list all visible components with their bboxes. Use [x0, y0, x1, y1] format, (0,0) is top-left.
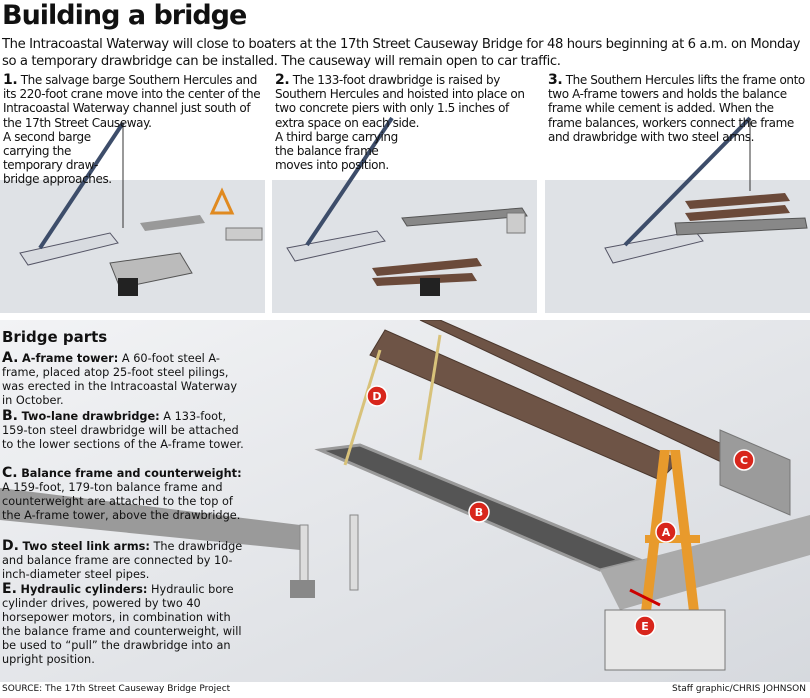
step-note: A second barge carrying the temporary dr… [3, 129, 112, 187]
part-c: C. Balance frame and counterweight: A 15… [2, 466, 247, 523]
step-number: 2. [275, 72, 290, 88]
step-1-illustration [0, 121, 265, 313]
part-d: D. Two steel link arms: The drawbridge a… [2, 539, 247, 582]
part-description: A 60-foot steel A-frame, placed atop 25-… [2, 352, 238, 407]
page-title: Building a bridge [2, 0, 247, 31]
part-letter: D. [2, 538, 19, 554]
credit-line: Staff graphic/CHRIS JOHNSON [672, 684, 806, 694]
part-letter: B. [2, 408, 18, 424]
step-note: A third barge carrying the balance frame… [275, 129, 398, 173]
step-description: The 133-foot drawbridge is raised by Sou… [275, 73, 525, 130]
source-line: SOURCE: The 17th Street Causeway Bridge … [2, 684, 231, 694]
part-letter: E. [2, 581, 17, 597]
step-1-text: 1. The salvage barge Southern Hercules a… [3, 73, 265, 187]
part-name: Balance frame and counterweight: [21, 467, 242, 480]
part-description: The drawbridge and balance frame are con… [2, 540, 243, 581]
part-b: B. Two-lane drawbridge: A 133-foot, 159-… [2, 409, 247, 452]
step-number: 3. [548, 72, 563, 88]
part-description: A 159-foot, 179-ton balance frame and co… [2, 481, 241, 522]
part-a: A. A-frame tower: A 60-foot steel A-fram… [2, 351, 247, 408]
step-2-text: 2. The 133-foot drawbridge is raised by … [275, 73, 537, 172]
part-letter: C. [2, 465, 18, 481]
step-2-panel: 2. The 133-foot drawbridge is raised by … [272, 73, 537, 313]
parts-title: Bridge parts [2, 328, 108, 346]
part-name: A-frame tower: [22, 352, 119, 365]
part-description: Hydraulic bore cylinder drives, powered … [2, 583, 242, 666]
part-name: Hydraulic cylinders: [20, 583, 148, 596]
step-number: 1. [3, 72, 18, 88]
intro-text: The Intracoastal Waterway will close to … [2, 37, 801, 69]
part-e: E. Hydraulic cylinders: Hydraulic bore c… [2, 582, 247, 667]
step-1-panel: 1. The salvage barge Southern Hercules a… [0, 73, 265, 313]
part-name: Two steel link arms: [22, 540, 150, 553]
step-description: The Southern Hercules lifts the frame on… [548, 73, 805, 144]
step-description: The salvage barge Southern Hercules and … [3, 73, 261, 130]
step-3-panel: 3. The Southern Hercules lifts the frame… [545, 73, 810, 313]
part-name: Two-lane drawbridge: [21, 410, 160, 423]
step-3-illustration [545, 116, 810, 313]
part-letter: A. [2, 350, 19, 366]
bridge-parts-section: A B C D E Bridge parts A. A-frame tower:… [0, 320, 810, 682]
part-description: A 133-foot, 159-ton steel drawbridge wil… [2, 410, 244, 451]
step-3-text: 3. The Southern Hercules lifts the frame… [548, 73, 810, 144]
step-2-illustration [272, 116, 537, 313]
